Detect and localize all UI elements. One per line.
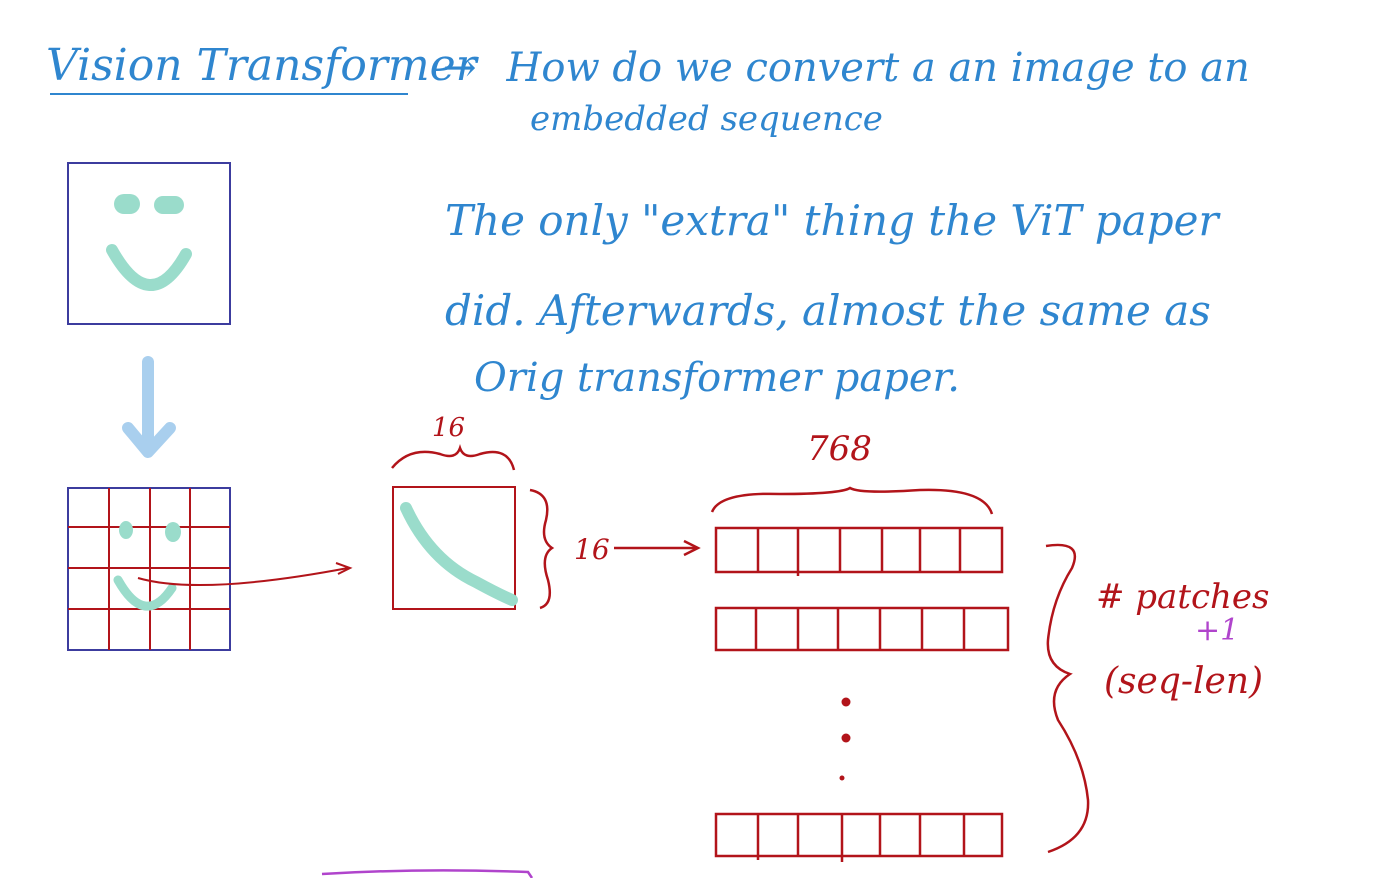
embedding-row-1 bbox=[714, 526, 1004, 576]
smiley-mouth bbox=[106, 244, 192, 291]
input-image bbox=[67, 162, 231, 325]
question-line-1: → How do we convert a an image to an bbox=[443, 48, 1250, 88]
single-patch bbox=[392, 486, 518, 610]
embedding-row-2 bbox=[714, 606, 1010, 652]
num-patches-label: # patches bbox=[1096, 577, 1270, 617]
patch-to-embedding-arrow bbox=[614, 539, 701, 557]
patch-height-label: 16 bbox=[574, 533, 610, 566]
smiley-left-eye bbox=[114, 194, 140, 214]
patch-width-brace bbox=[391, 444, 516, 471]
patch-height-brace bbox=[529, 488, 555, 610]
question-line-2: embedded sequence bbox=[530, 99, 883, 139]
smiley-right-eye bbox=[154, 196, 184, 214]
sequence-brace bbox=[1045, 543, 1090, 854]
purple-box-fragment bbox=[321, 869, 534, 878]
embedding-dim-brace bbox=[710, 486, 994, 515]
question-arrow-icon: → bbox=[443, 45, 477, 91]
note-line-1: The only "extra" thing the ViT paper bbox=[445, 196, 1219, 245]
patch-grid bbox=[67, 487, 231, 651]
embedding-dim-label: 768 bbox=[807, 429, 872, 469]
down-arrow-icon bbox=[122, 356, 176, 458]
note-line-2: did. Afterwards, almost the same as bbox=[445, 286, 1211, 335]
embedding-row-last bbox=[714, 812, 1004, 862]
plus-one-label: +1 bbox=[1195, 613, 1240, 648]
seq-len-label: (seq-len) bbox=[1104, 661, 1264, 702]
grid-to-patch-arrow bbox=[137, 562, 353, 587]
patch-width-label: 16 bbox=[432, 413, 466, 443]
diagram-title: Vision Transformer bbox=[46, 40, 477, 91]
question-text-1: How do we convert a an image to an bbox=[506, 45, 1250, 91]
title-underline bbox=[50, 93, 408, 95]
ellipsis-dots bbox=[839, 697, 851, 781]
note-line-3: Orig transformer paper. bbox=[474, 355, 960, 401]
